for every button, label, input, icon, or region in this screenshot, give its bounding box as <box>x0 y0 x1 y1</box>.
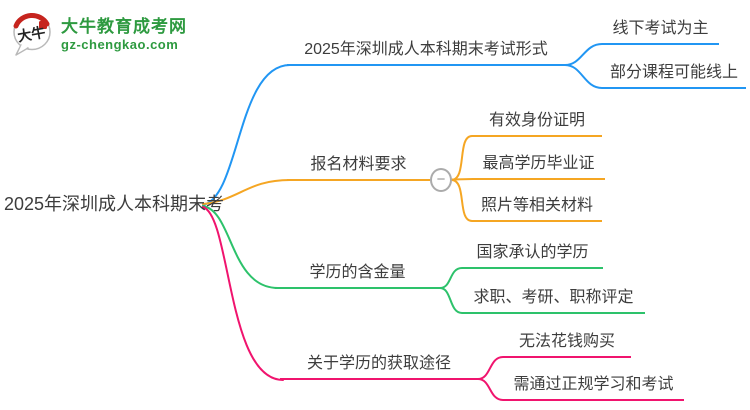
fork-value-career <box>439 287 463 314</box>
collapse-toggle[interactable]: − <box>430 168 452 192</box>
child-node-career-uses[interactable]: 求职、考研、职称评定 <box>462 283 645 314</box>
child-node-diploma[interactable]: 最高学历毕业证 <box>472 149 605 180</box>
child-node-state-recognized[interactable]: 国家承认的学历 <box>462 238 603 269</box>
fork-material-id <box>451 135 473 181</box>
fork-exam-online <box>564 64 603 89</box>
child-node-online-courses[interactable]: 部分课程可能线上 <box>602 58 746 89</box>
child-node-id-proof[interactable]: 有效身份证明 <box>472 106 602 137</box>
fork-path-formal <box>477 378 504 401</box>
daniu-bubble-icon: 大牛 <box>13 13 51 56</box>
child-node-offline-exam[interactable]: 线下考试为主 <box>602 14 719 45</box>
branch-node-exam-format[interactable]: 2025年深圳成人本科期末考试形式 <box>287 35 565 66</box>
child-node-photos[interactable]: 照片等相关材料 <box>472 191 602 222</box>
fork-value-state <box>439 267 463 289</box>
site-logo[interactable]: 大牛 大牛教育成考网 gz-chengkao.com <box>12 12 187 58</box>
branch-node-acquisition[interactable]: 关于学历的获取途径 <box>280 349 478 380</box>
fork-exam-offline <box>564 43 603 66</box>
site-url: gz-chengkao.com <box>61 37 179 53</box>
child-node-cannot-buy[interactable]: 无法花钱购买 <box>503 327 631 358</box>
child-node-formal-study[interactable]: 需通过正规学习和考试 <box>503 370 684 401</box>
branch-line-exam-format <box>202 64 291 206</box>
branch-line-acquisition <box>202 206 284 381</box>
branch-node-materials[interactable]: 报名材料要求 <box>287 150 430 181</box>
svg-text:大牛: 大牛 <box>16 24 46 45</box>
branch-node-value[interactable]: 学历的含金量 <box>275 258 440 289</box>
fork-material-photo <box>451 179 473 222</box>
fork-path-nobuy <box>477 356 504 380</box>
fork-material-diploma <box>451 178 474 181</box>
root-node[interactable]: 2025年深圳成人本科期末考 <box>4 194 225 214</box>
branch-line-value <box>202 205 279 289</box>
site-name: 大牛教育成考网 <box>61 16 187 36</box>
